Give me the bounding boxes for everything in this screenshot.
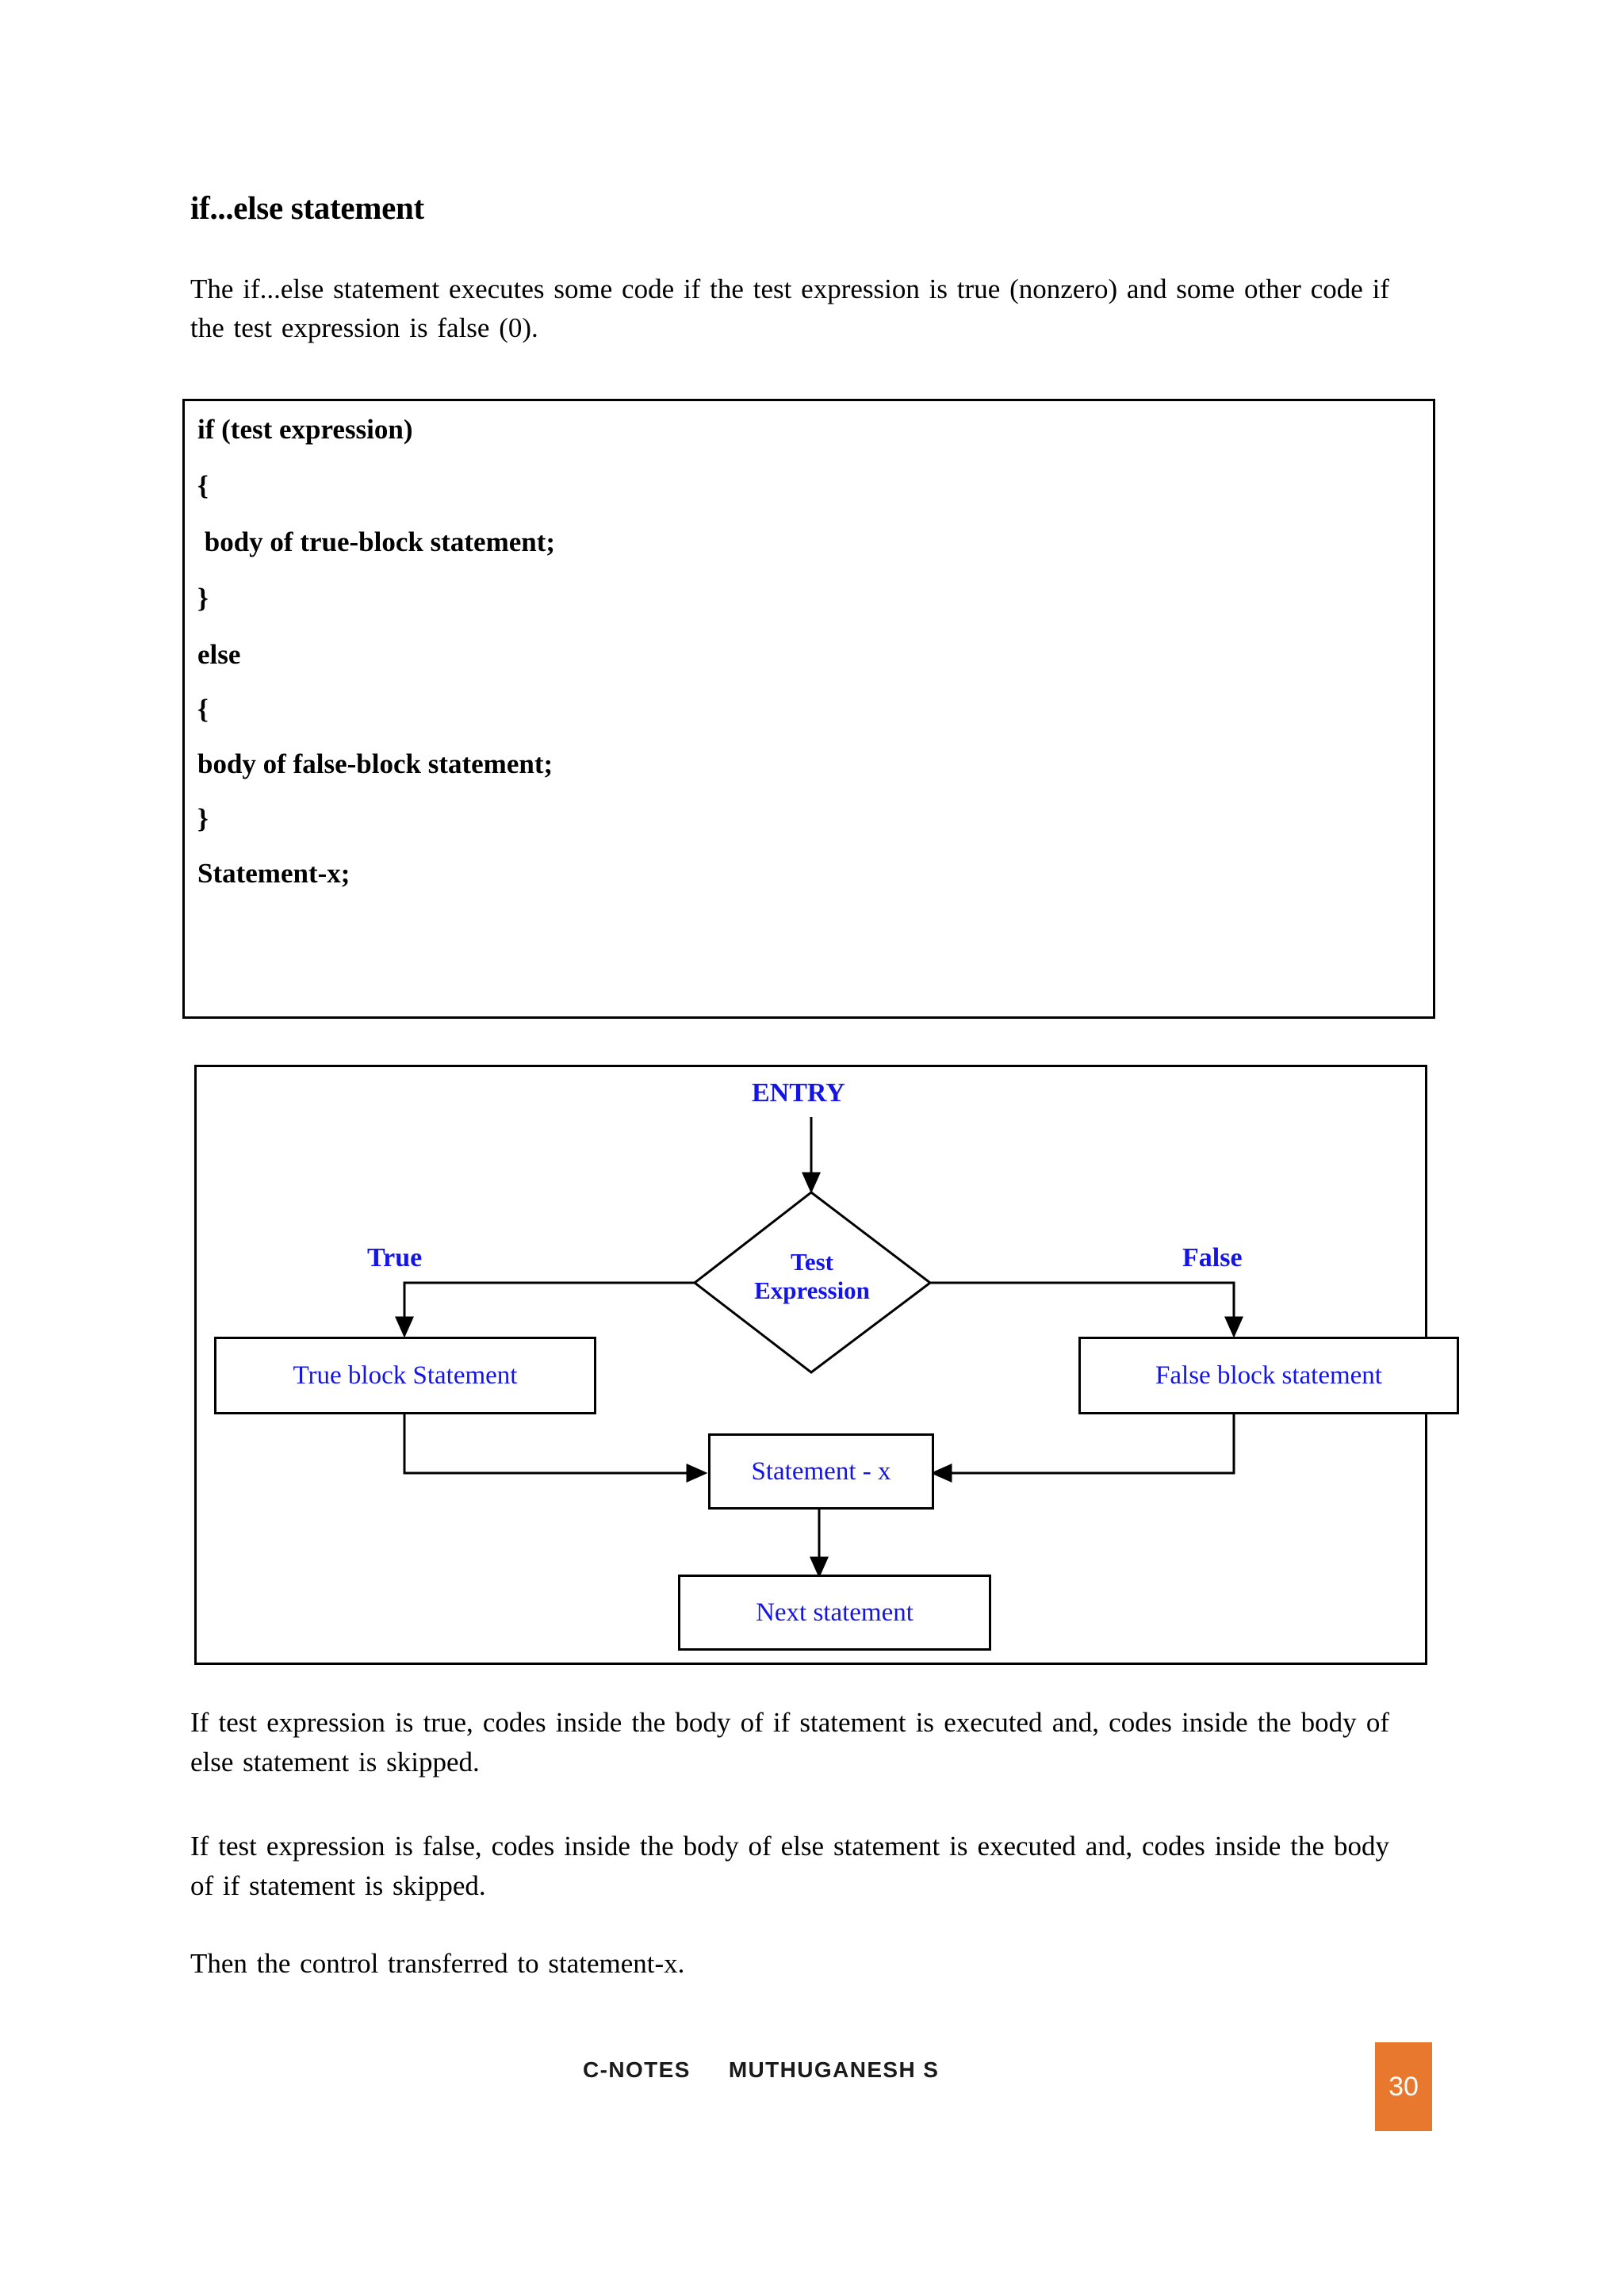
intro-paragraph: The if...else statement executes some co… [190,274,1389,343]
edge-decision-to-false-block [926,1281,1243,1338]
explanation-paragraph-control: Then the control transferred to statemen… [190,1948,685,1979]
statement-x-node: Statement - x [708,1433,934,1510]
decision-label-line2: Expression [754,1276,870,1304]
next-statement-node: Next statement [678,1575,991,1651]
entry-label: ENTRY [752,1078,845,1108]
syntax-code-box: if (test expression) { body of true-bloc… [182,399,1435,1019]
footer: C-NOTES MUTHUGANESH S [583,2057,939,2083]
explanation-paragraph-true: If test expression is true, codes inside… [190,1707,1389,1777]
page-number-badge: 30 [1375,2042,1432,2131]
code-line: } [197,583,209,614]
code-line: { [197,694,209,725]
code-line: if (test expression) [197,414,413,445]
code-line: } [197,803,209,834]
edge-decision-to-true-block [395,1281,696,1338]
footer-right-text: MUTHUGANESH S [728,2057,940,2082]
code-line: Statement-x; [197,858,350,889]
code-line: body of false-block statement; [197,748,553,779]
decision-diamond [692,1191,933,1374]
false-block-node: False block statement [1078,1337,1459,1414]
edge-false-block-to-statement-x [930,1414,1235,1483]
decision-label: Test Expression [710,1248,914,1305]
code-line: else [197,639,241,670]
edge-true-block-to-statement-x [403,1414,708,1483]
true-block-node: True block Statement [214,1337,596,1414]
code-line: body of true-block statement; [197,526,556,557]
page-number: 30 [1388,2071,1419,2102]
decision-label-line1: Test [791,1248,833,1276]
code-line: { [197,470,209,501]
false-branch-label: False [1182,1243,1243,1272]
page-title: if...else statement [190,189,424,226]
explanation-paragraph-false: If test expression is false, codes insid… [190,1831,1389,1901]
flowchart-canvas: ENTRY Test Expression True False True bl… [197,1067,1459,1663]
footer-left-text: C-NOTES [583,2057,691,2082]
true-branch-label: True [367,1243,423,1272]
code-lines: if (test expression) { body of true-bloc… [197,412,1425,911]
flowchart-edges [395,1117,1243,1578]
flowchart-container: ENTRY Test Expression True False True bl… [194,1065,1459,1665]
